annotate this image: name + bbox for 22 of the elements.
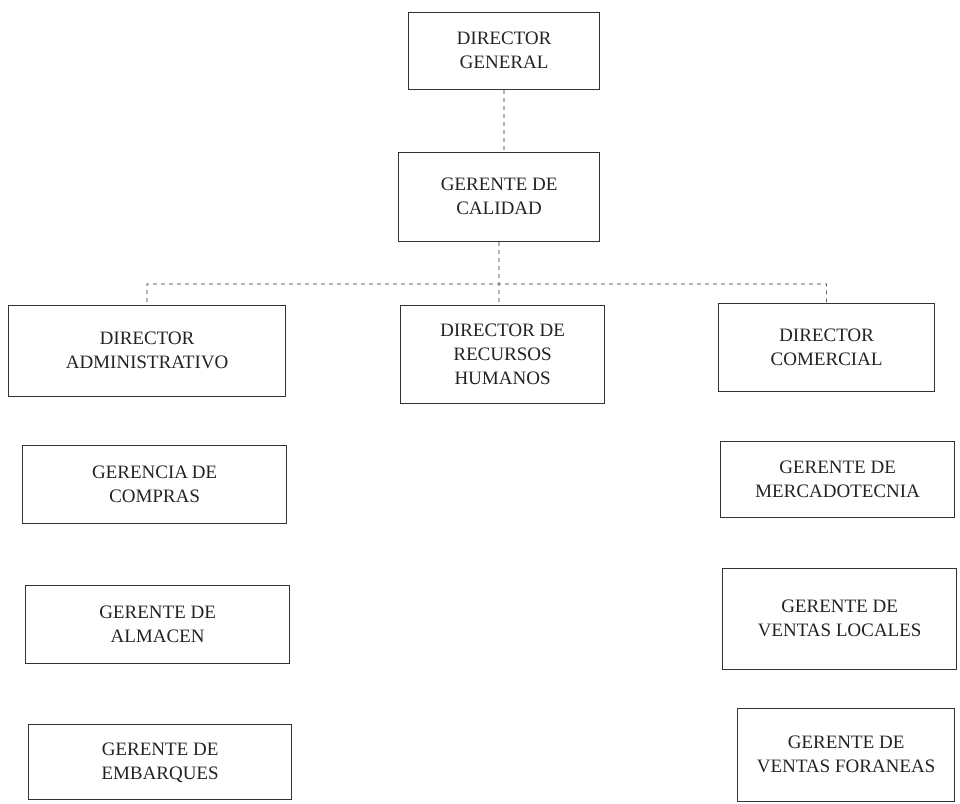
position-title: GERENTE DE MERCADOTECNIA <box>754 456 921 504</box>
org-box <box>8 305 286 397</box>
org-box <box>737 708 955 802</box>
org-box <box>25 585 290 664</box>
org-box <box>398 152 600 242</box>
position-title: DIRECTOR DE RECURSOS HUMANOS <box>439 318 566 390</box>
position-title: DIRECTOR ADMINISTRATIVO <box>64 327 230 375</box>
org-box <box>22 445 287 524</box>
position-title: GERENTE DE VENTAS FORANEAS <box>756 731 936 779</box>
org-box <box>722 568 957 670</box>
org-box <box>400 305 605 404</box>
position-title: GERENTE DE VENTAS LOCALES <box>756 595 922 643</box>
position-title: GERENCIA DE COMPRAS <box>90 460 218 508</box>
position-title: GERENTE DE EMBARQUES <box>100 738 220 786</box>
position-title: GERENTE DE CALIDAD <box>440 173 558 221</box>
position-title: DIRECTOR COMERCIAL <box>770 324 884 372</box>
position-title: DIRECTOR GENERAL <box>456 27 552 75</box>
position-title: GERENTE DE ALMACEN <box>98 600 217 648</box>
org-box <box>28 724 292 800</box>
org-box <box>720 441 955 518</box>
org-box <box>408 12 600 90</box>
org-box <box>718 303 935 392</box>
